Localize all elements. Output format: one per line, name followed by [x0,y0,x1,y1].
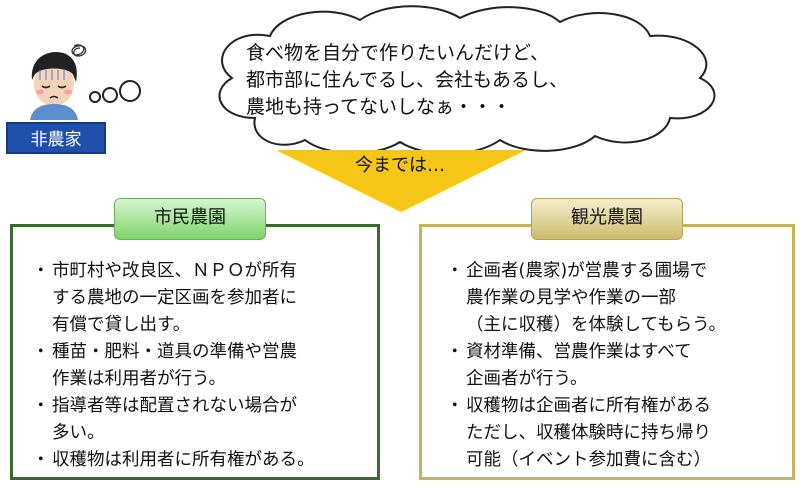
list-item-line: 有償で貸し出す。 [52,315,191,335]
list-item-line: 企画者(農家)が営農する圃場で [466,261,708,281]
list-item-line: ただし、収穫体験時に持ち帰り [466,423,711,443]
thought-bubble-medium [102,87,118,103]
list-item: ・ 種苗・肥料・道具の準備や営農 作業は利用者が行う。 [30,339,370,393]
thought-bubble-small [89,91,101,103]
thought-bubble-large [119,80,141,102]
list-item-line: 農作業の見学や作業の一部 [466,288,676,308]
bullet-icon: ・ [446,261,464,281]
list-item: ・ 資材準備、営農作業はすべて 企画者が行う。 [444,339,789,393]
thought-text: 食べ物を自分で作りたいんだけど、 都市部に住んでるし、会社もあるし、 農地も持っ… [246,40,666,121]
thought-line: 農地も持ってないしなぁ・・・ [246,96,512,118]
bullet-icon: ・ [446,342,464,362]
list-item-line: 収穫物は利用者に所有権がある。 [52,450,315,470]
list-item-line: する農地の一定区画を参加者に [52,288,297,308]
thought-cloud [89,5,716,155]
list-item-line: 市町村や改良区、ＮＰＯが所有 [52,261,297,281]
list-item-line: （主に収穫）を体験してもらう。 [466,315,727,335]
list-item-line: 指導者等は配置されない場合が [52,396,297,416]
bullet-icon: ・ [446,396,464,416]
list-item: ・ 収穫物は企画者に所有権がある ただし、収穫体験時に持ち帰り 可能（イベント参… [444,393,789,474]
role-label: 非農家 [6,122,106,154]
thought-line: 都市部に住んでるし、会社もあるし、 [246,69,569,91]
thought-line: 食べ物を自分で作りたいんだけど、 [246,42,550,64]
list-item-line: 作業は利用者が行う。 [52,369,226,389]
scribble-icon [71,44,87,57]
list-item-line: 収穫物は企画者に所有権がある [466,396,711,416]
list-item: ・ 収穫物は利用者に所有権がある。 [30,447,370,474]
list-item-line: 多い。 [52,423,105,443]
citizen-farm-title: 市民農園 [114,198,266,240]
list-item-line: 可能（イベント参加費に含む） [466,450,711,470]
list-item-line: 企画者が行う。 [466,369,588,389]
bullet-icon: ・ [32,342,50,362]
bullet-icon: ・ [32,396,50,416]
list-item-line: 資材準備、営農作業はすべて [466,342,692,362]
down-arrow-icon [276,150,526,212]
worried-person-icon [30,44,87,120]
bullet-icon: ・ [32,261,50,281]
tourist-farm-title: 観光農園 [531,198,683,240]
list-item: ・ 市町村や改良区、ＮＰＯが所有 する農地の一定区画を参加者に 有償で貸し出す。 [30,258,370,339]
list-item: ・ 企画者(農家)が営農する圃場で 農作業の見学や作業の一部 （主に収穫）を体験… [444,258,789,339]
citizen-farm-bullets: ・ 市町村や改良区、ＮＰＯが所有 する農地の一定区画を参加者に 有償で貸し出す。… [30,258,370,474]
tourist-farm-bullets: ・ 企画者(農家)が営農する圃場で 農作業の見学や作業の一部 （主に収穫）を体験… [444,258,789,474]
bullet-icon: ・ [32,450,50,470]
arrow-label: 今までは… [355,155,445,176]
list-item-line: 種苗・肥料・道具の準備や営農 [52,342,297,362]
list-item: ・ 指導者等は配置されない場合が 多い。 [30,393,370,447]
